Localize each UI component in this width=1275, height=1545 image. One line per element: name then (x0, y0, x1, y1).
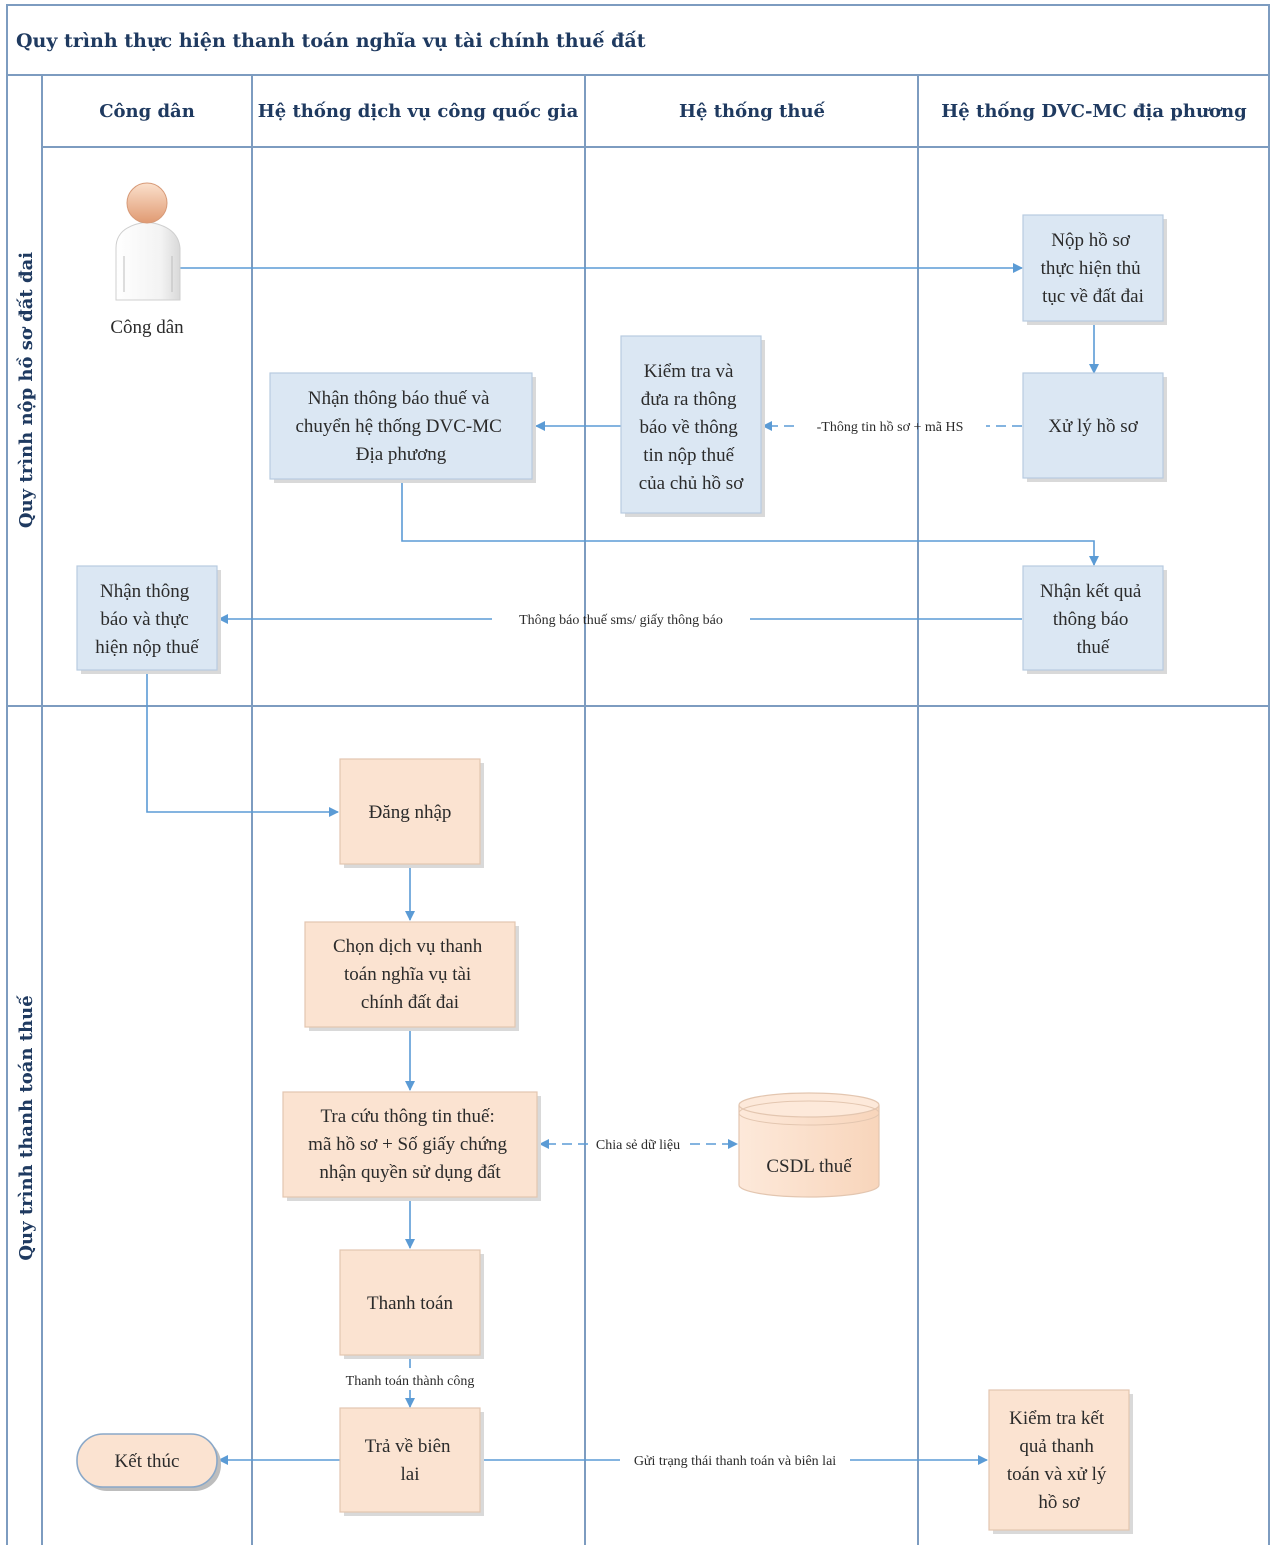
node-chon-dich-vu: Chọn dịch vụ thanh toán nghĩa vụ tài chí… (304, 921, 519, 1031)
lane-headers: Công dân Hệ thống dịch vụ công quốc gia … (99, 100, 1247, 122)
node-nop-ho-so: Nộp hồ sơ thực hiện thủ tục về đất đai (1022, 214, 1167, 325)
node-nhan-ket-qua: Nhận kết quả thông báo thuế (1022, 565, 1167, 674)
edge-nop-thue-to-dang-nhap (146, 673, 339, 817)
edge-label-thanh-toan-thanh-cong: Thanh toán thành công (346, 1374, 475, 1389)
svg-text:Nhận thông báo và thực: Nhận thông báo và thực hiện nộp thuế (95, 581, 199, 658)
phase-labels: Quy trình nộp hồ sơ đất đai Quy trình th… (15, 252, 37, 1261)
node-xu-ly-ho-so: Xử lý hồ sơ (1022, 372, 1167, 482)
svg-text:Kết thúc: Kết thúc (115, 1451, 180, 1472)
svg-text:Xử lý hồ sơ: Xử lý hồ sơ (1048, 416, 1138, 437)
node-ket-thuc: Kết thúc (76, 1433, 221, 1491)
node-dang-nhap: Đăng nhập (339, 758, 484, 868)
diagram-title: Quy trình thực hiện thanh toán nghĩa vụ … (16, 30, 646, 52)
svg-text:Nhận kết quả thông báo: Nhận kết quả thông báo thuế (1040, 581, 1146, 658)
lane-header-dvc-quoc-gia: Hệ thống dịch vụ công quốc gia (258, 100, 579, 122)
svg-text:Chọn dịch vụ thanh toán: Chọn dịch vụ thanh toán nghĩa vụ tài chí… (333, 936, 487, 1013)
edge-label-chia-se: Chia sẻ dữ liệu (596, 1138, 680, 1153)
node-csdl-thue: CSDL thuế (738, 1092, 880, 1198)
lane-header-he-thong-thue: Hệ thống thuế (679, 100, 826, 122)
node-nhan-thong-bao-chuyen: Nhận thông báo thuế và chuyển hệ thống D… (269, 372, 536, 483)
node-tra-ve-bien-lai: Trả về biên lai (339, 1407, 484, 1516)
svg-text:Nộp hồ sơ thực hiện thủ: Nộp hồ sơ thực hiện thủ tục về đất đai (1041, 230, 1146, 307)
lane-header-cong-dan: Công dân (99, 101, 195, 122)
edge-chuyen-to-nhan-ket-qua (401, 480, 1099, 566)
database-icon (738, 1105, 880, 1198)
actor-head-icon (126, 182, 168, 224)
svg-text:Tra cứu thông tin thuế:: Tra cứu thông tin thuế: mã hồ sơ + Số gi… (308, 1106, 512, 1183)
node-kiem-tra-dua-ra: Kiểm tra và đưa ra thông báo về thông ti… (620, 335, 765, 517)
actor-label: Công dân (110, 317, 184, 338)
svg-text:Thanh toán: Thanh toán (367, 1293, 454, 1314)
phase-label-thanh-toan: Quy trình thanh toán thuế (15, 995, 37, 1261)
connectors: -Thông tin hồ sơ + mã HS Thông báo thuế … (146, 263, 1099, 1469)
svg-text:Trả về biên lai: Trả về biên lai (365, 1436, 456, 1485)
edge-label-thong-bao-sms: Thông báo thuế sms/ giấy thông báo (519, 613, 723, 628)
phase-label-nop-ho-so: Quy trình nộp hồ sơ đất đai (15, 252, 37, 528)
node-tra-cuu: Tra cứu thông tin thuế: mã hồ sơ + Số gi… (282, 1091, 541, 1201)
svg-text:Nhận thông báo thuế và c: Nhận thông báo thuế và chuyển hệ thống D… (295, 388, 506, 465)
svg-text:Đăng nhập: Đăng nhập (369, 802, 452, 823)
svg-text:Kiểm tra kết quả thanh: Kiểm tra kết quả thanh toán và xử lý hồ … (1007, 1408, 1111, 1513)
edge-label-thong-tin-ho-so: -Thông tin hồ sơ + mã HS (817, 420, 964, 435)
node-nhan-thong-bao-nop-thue: Nhận thông báo và thực hiện nộp thuế (76, 565, 221, 674)
actor-cong-dan: Công dân (110, 182, 184, 338)
lane-header-dvc-mc-dia-phuong: Hệ thống DVC-MC địa phương (941, 100, 1247, 122)
node-kiem-tra-ket-qua: Kiểm tra kết quả thanh toán và xử lý hồ … (988, 1389, 1133, 1534)
svg-text:CSDL thuế: CSDL thuế (766, 1156, 852, 1177)
node-thanh-toan: Thanh toán (339, 1249, 484, 1359)
edge-label-gui-trang-thai: Gửi trạng thái thanh toán và biên lai (634, 1454, 836, 1469)
actor-body-icon (115, 221, 181, 301)
svg-text:Kiểm tra và đưa ra thông: Kiểm tra và đưa ra thông báo về thông ti… (639, 361, 744, 494)
